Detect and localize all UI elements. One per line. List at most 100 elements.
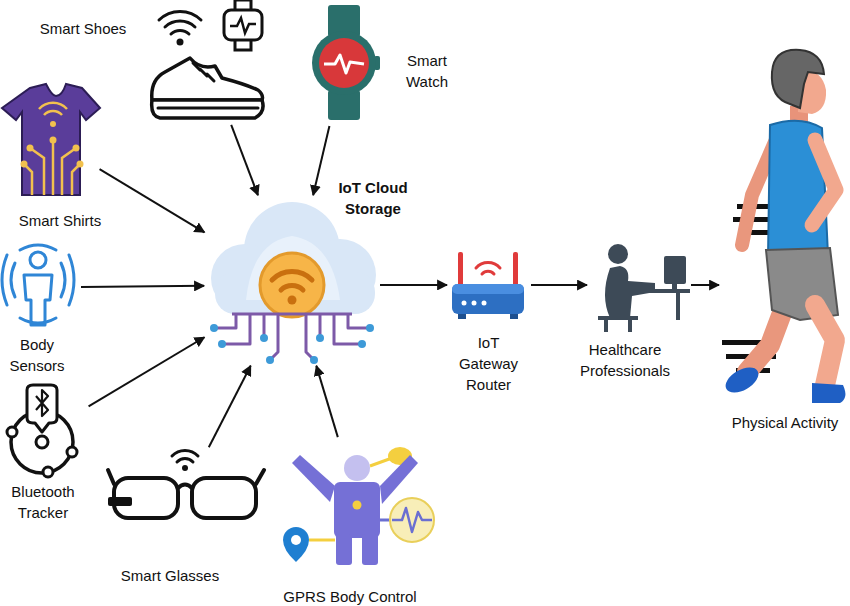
node-label: IoT Cloud Storage: [328, 177, 418, 219]
shirt-icon-part-part: [21, 161, 28, 168]
shirt-icon-part-part: [24, 164, 32, 195]
node-label-block: Smart Glasses: [110, 565, 230, 586]
cloud-icon-part-part: [281, 286, 303, 290]
watch-icon-part: [319, 38, 369, 88]
node-label-block: GPRS Body Control: [265, 588, 435, 606]
glasses-icon-part-part: [177, 459, 193, 462]
cloud-icon-part-part: [272, 272, 312, 280]
cloud-icon-part-part: [266, 356, 274, 364]
shirt-icon-part: [2, 84, 100, 195]
shirt-icon-part-part: [30, 148, 44, 195]
node-label-block: Bluetooth Tracker: [3, 481, 83, 523]
gprs-body-icon-part: [390, 498, 434, 542]
professional-icon-part: [640, 289, 690, 293]
body-sensor-icon-part: [69, 255, 74, 305]
node-label: Smart Glasses: [110, 565, 230, 586]
node-label: Smart Shirts: [10, 210, 110, 231]
shirt-icon-part-part: [39, 103, 67, 109]
professional-icon-part: [672, 282, 677, 290]
glasses-icon: [108, 450, 264, 518]
shoe-icon-part-part: [165, 21, 195, 27]
gprs-body-icon-part: [370, 458, 392, 466]
runner-icon-part: [772, 50, 824, 108]
flow-arrow: [100, 169, 205, 232]
shirt-icon-part-part: [77, 161, 84, 168]
device-node: Healthcare Professionals: [590, 240, 688, 322]
node-label: Body Sensors: [2, 334, 72, 376]
gprs-body-icon-part: [334, 482, 380, 538]
shoe-icon-part-part: [159, 11, 201, 20]
router-icon-part: [452, 284, 524, 294]
professional-icon-part: [608, 244, 628, 264]
node-label: Smart Shoes: [33, 18, 133, 39]
shoe-icon: [152, 0, 263, 118]
cloud-icon-part: [210, 324, 374, 364]
professional-icon-part: [664, 256, 686, 284]
router-icon-part: [510, 314, 518, 319]
shirt-icon-part-part: [72, 164, 80, 195]
body-sensor-icon-part: [2, 255, 7, 305]
device-node: Smart Watch: [312, 5, 376, 123]
body-sensor-icon-part: [20, 245, 56, 250]
glasses-icon-part: [108, 470, 264, 518]
node-label: Healthcare Professionals: [575, 339, 675, 381]
watch-icon-part: [312, 31, 376, 95]
body-sensor-icon-part: [11, 263, 15, 297]
gprs-body-icon-part: [380, 519, 390, 522]
cloud-icon-part-part: [310, 356, 318, 364]
shoe-icon-part: [152, 58, 263, 118]
cloud-icon-part-part: [306, 314, 314, 360]
node-label-block: Smart Watch: [397, 50, 457, 92]
shoe-icon-part: [177, 39, 184, 46]
shoe-icon-part: [224, 10, 262, 40]
flow-arrow: [81, 286, 204, 287]
node-label-block: IoT Gateway Router: [456, 332, 521, 395]
cloud-icon-part: [260, 253, 324, 317]
bluetooth-tracker-icon-part: [67, 447, 77, 457]
flow-arrow: [380, 284, 447, 286]
shoe-icon-part-part: [171, 30, 189, 34]
gprs-body-icon-part: [283, 527, 309, 562]
gprs-body-icon-part: [380, 455, 418, 504]
cloud-icon-part-part: [270, 314, 278, 360]
node-label: Physical Activity: [720, 412, 850, 433]
cloud-icon-part: [288, 296, 297, 305]
gprs-body-icon: [283, 447, 434, 565]
router-icon-part: [458, 252, 463, 286]
runner-icon-part: [747, 305, 785, 372]
node-label: IoT Gateway Router: [456, 332, 521, 395]
router-icon: [452, 252, 524, 319]
bluetooth-tracker-icon-part: [36, 390, 48, 416]
shoe-icon-part-part: [152, 100, 263, 118]
flow-arrow: [231, 125, 258, 195]
shirt-icon-part-part: [27, 145, 34, 152]
device-node: IoT Cloud Storage: [207, 198, 377, 363]
gprs-body-icon-part: [353, 501, 362, 510]
cloud-icon-part-part: [210, 324, 218, 332]
gprs-body-icon-part: [292, 455, 335, 502]
node-label-block: Healthcare Professionals: [575, 339, 675, 381]
gprs-body-icon-part: [362, 534, 378, 565]
router-icon-part: [472, 301, 477, 306]
shoe-icon-part: [230, 18, 256, 33]
bluetooth-tracker-icon: [7, 385, 77, 477]
flow-arrow: [209, 366, 251, 448]
cloud-icon-part: [272, 272, 312, 290]
cloud-icon-part-part: [260, 334, 268, 342]
body-sensor-icon: [2, 245, 74, 325]
router-icon-part: [513, 252, 518, 286]
device-node: Smart Shirts: [5, 85, 97, 195]
device-node: GPRS Body Control: [275, 440, 440, 565]
professional-icon-part: [604, 318, 608, 332]
router-icon-part: [476, 263, 500, 274]
shoe-icon-part-part: [207, 74, 214, 81]
device-node: Smart Glasses: [108, 450, 270, 522]
flow-arrow: [691, 284, 719, 286]
shirt-icon-part: [21, 121, 84, 168]
router-icon-part-part: [476, 263, 500, 268]
device-node: Bluetooth Tracker: [2, 383, 86, 483]
glasses-icon-part-part: [172, 450, 198, 456]
node-label: Smart Watch: [397, 50, 457, 92]
